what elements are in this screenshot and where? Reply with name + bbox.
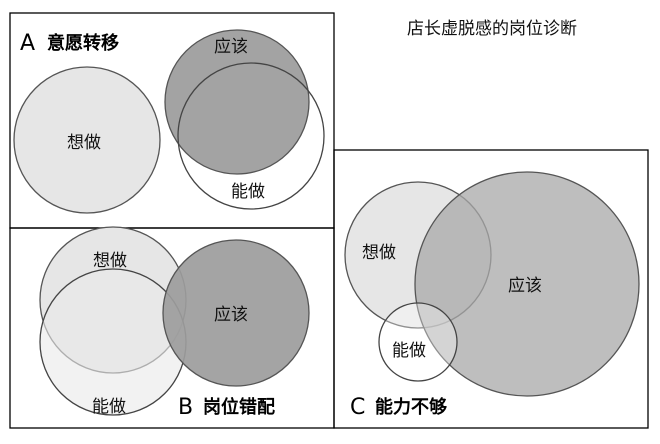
want-label: 想做 [67,133,101,153]
panel-c-frame [333,149,649,429]
should-circle [162,239,310,387]
can-circle [177,62,325,210]
panel-letter: A [20,31,35,56]
panel-c: C 能力不够 想做 应该 能做 [333,149,649,429]
should-label: 应该 [508,276,542,296]
can-label: 能做 [392,341,426,361]
panel-name: 能力不够 [375,396,447,418]
panel-b: B 岗位错配 想做 应该 能做 [9,226,335,429]
panel-a: A 意愿转移 想做 应该 能做 [9,12,335,229]
can-circle [39,268,187,416]
can-circle [378,302,458,382]
can-label: 能做 [92,397,126,417]
panel-name: 岗位错配 [203,396,275,418]
want-label: 想做 [93,251,127,271]
panel-letter: C [350,395,365,420]
should-label: 应该 [214,37,248,57]
diagram-title: 店长虚脱感的岗位诊断 [407,19,577,39]
can-label: 能做 [231,182,265,202]
want-label: 想做 [362,243,396,263]
want-circle [13,66,161,214]
panel-name: 意愿转移 [47,32,119,54]
should-label: 应该 [214,305,248,325]
panel-letter: B [178,395,193,420]
should-circle [414,171,640,397]
